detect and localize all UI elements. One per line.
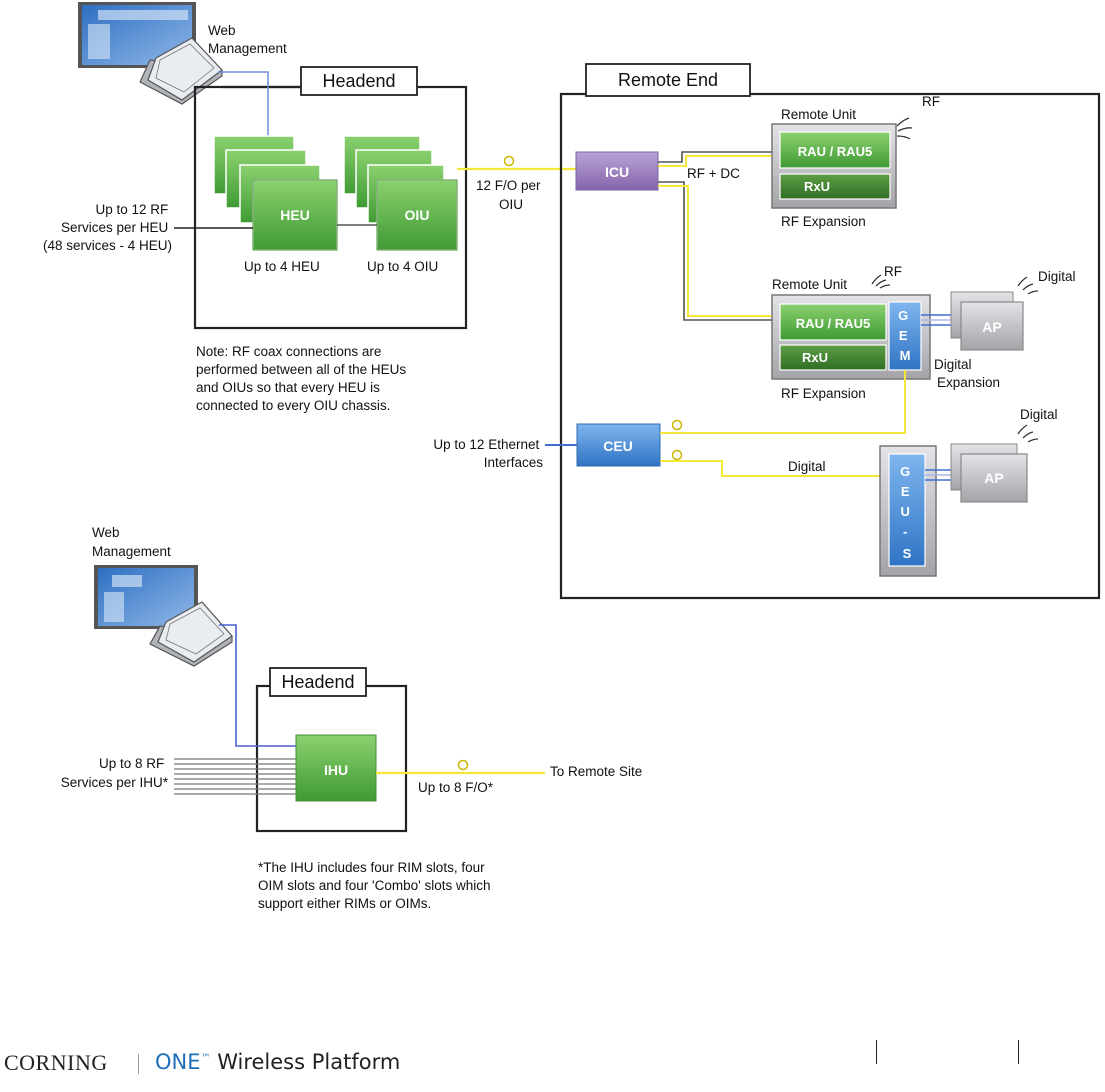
digital-expansion-label: Digital Expansion — [934, 357, 1000, 390]
rau-module-2 — [779, 303, 887, 341]
rau-label-1: RAU / RAU5 — [798, 144, 872, 159]
laptop-icon — [78, 2, 223, 105]
footer-divider — [138, 1054, 139, 1074]
access-point-2 — [950, 443, 1028, 503]
rf-dc-label: RF + DC — [687, 166, 740, 181]
product-name: ONE™ Wireless Platform — [155, 1050, 400, 1074]
ethernet-label: Up to 12 Ethernet Interfaces — [433, 437, 543, 470]
oiu-stack — [343, 135, 458, 251]
digital-label-2: Digital — [1020, 407, 1058, 422]
rf-signal-icon — [871, 274, 891, 289]
trademark-mark: ™ — [200, 1053, 211, 1064]
page-footer: CORNING ONE™ Wireless Platform — [0, 1040, 1105, 1078]
access-point-1 — [950, 291, 1024, 351]
product-rest: Wireless Platform — [210, 1050, 401, 1074]
product-one: ONE — [155, 1050, 201, 1074]
rxu-label-2: RxU — [802, 350, 828, 365]
rau-module-1 — [779, 131, 891, 169]
geu-s-label: G E U - S — [900, 464, 914, 561]
icu-unit — [575, 151, 659, 191]
heu-label: HEU — [280, 207, 310, 223]
system-architecture-diagram: Web Management Headend HEU OIU Up to 4 H… — [43, 2, 1101, 911]
rxu-label-1: RxU — [804, 179, 830, 194]
up-to-4-oiu: Up to 4 OIU — [367, 259, 438, 274]
gem-module — [888, 301, 922, 371]
fiber-connector-icon — [457, 759, 469, 771]
icu-label: ICU — [605, 164, 629, 180]
ihu-label: IHU — [324, 762, 348, 778]
rxu-module-1 — [779, 173, 891, 200]
rau-label-2: RAU / RAU5 — [796, 316, 870, 331]
gem-label: G E M — [898, 308, 912, 363]
rf-label-2: RF — [884, 264, 902, 279]
corning-logo: CORNING — [4, 1050, 108, 1075]
digital-signal-icon — [1017, 276, 1039, 295]
rf-services-label: Up to 12 RF Services per HEU (48 service… — [43, 202, 172, 253]
fiber-connector-icon — [671, 419, 683, 431]
rf-expansion-label-1: RF Expansion — [781, 214, 866, 229]
fo-per-oiu-label: 12 F/O per OIU — [476, 178, 544, 212]
management-link-bottom — [219, 624, 296, 747]
rf-input-lines — [174, 758, 296, 795]
fo-label-bottom: Up to 8 F/O* — [418, 780, 494, 795]
digital-label-1: Digital — [1038, 269, 1076, 284]
headend-title: Headend — [322, 71, 395, 91]
digital-signal-icon — [1017, 424, 1039, 443]
headend-title-box — [300, 66, 418, 96]
footer-rule — [1018, 1040, 1019, 1064]
rf-signal-icon — [896, 117, 913, 140]
remote-unit-label-2: Remote Unit — [772, 277, 847, 292]
fiber-connector-icon — [503, 155, 515, 167]
remote-end-title-box — [585, 63, 751, 97]
oiu-label: OIU — [405, 207, 430, 223]
web-management-label-bottom: Web Management — [92, 525, 171, 559]
ap-label-2: AP — [984, 470, 1003, 486]
digital-label-link: Digital — [788, 459, 826, 474]
rf-expansion-label-2: RF Expansion — [781, 386, 866, 401]
ceu-label: CEU — [603, 438, 633, 454]
rxu-module-2 — [779, 344, 887, 371]
rf-services-ihu-label: Up to 8 RF Services per IHU* — [61, 756, 169, 790]
ceu-unit — [576, 423, 661, 467]
laptop-icon — [94, 565, 233, 667]
web-management-label-top: Web Management — [208, 23, 287, 56]
remote-end-title: Remote End — [618, 70, 718, 90]
rf-label-1: RF — [922, 94, 940, 109]
heu-stack — [213, 135, 338, 251]
remote-end-box — [559, 92, 1101, 600]
geu-s-module — [888, 453, 926, 567]
fiber-connector-icon — [671, 449, 683, 461]
up-to-4-heu: Up to 4 HEU — [244, 259, 320, 274]
remote-site-label: To Remote Site — [550, 764, 642, 779]
ap-label-1: AP — [982, 319, 1001, 335]
coax-note: Note: RF coax connections are performed … — [196, 344, 410, 413]
management-link — [218, 71, 269, 136]
headend-title-box-bottom — [269, 667, 367, 697]
remote-unit-label-1: Remote Unit — [781, 107, 856, 122]
ihu-footnote: *The IHU includes four RIM slots, four O… — [258, 860, 494, 911]
footer-rule — [876, 1040, 877, 1064]
ihu-unit — [295, 734, 377, 802]
headend-title-bottom: Headend — [281, 672, 354, 692]
